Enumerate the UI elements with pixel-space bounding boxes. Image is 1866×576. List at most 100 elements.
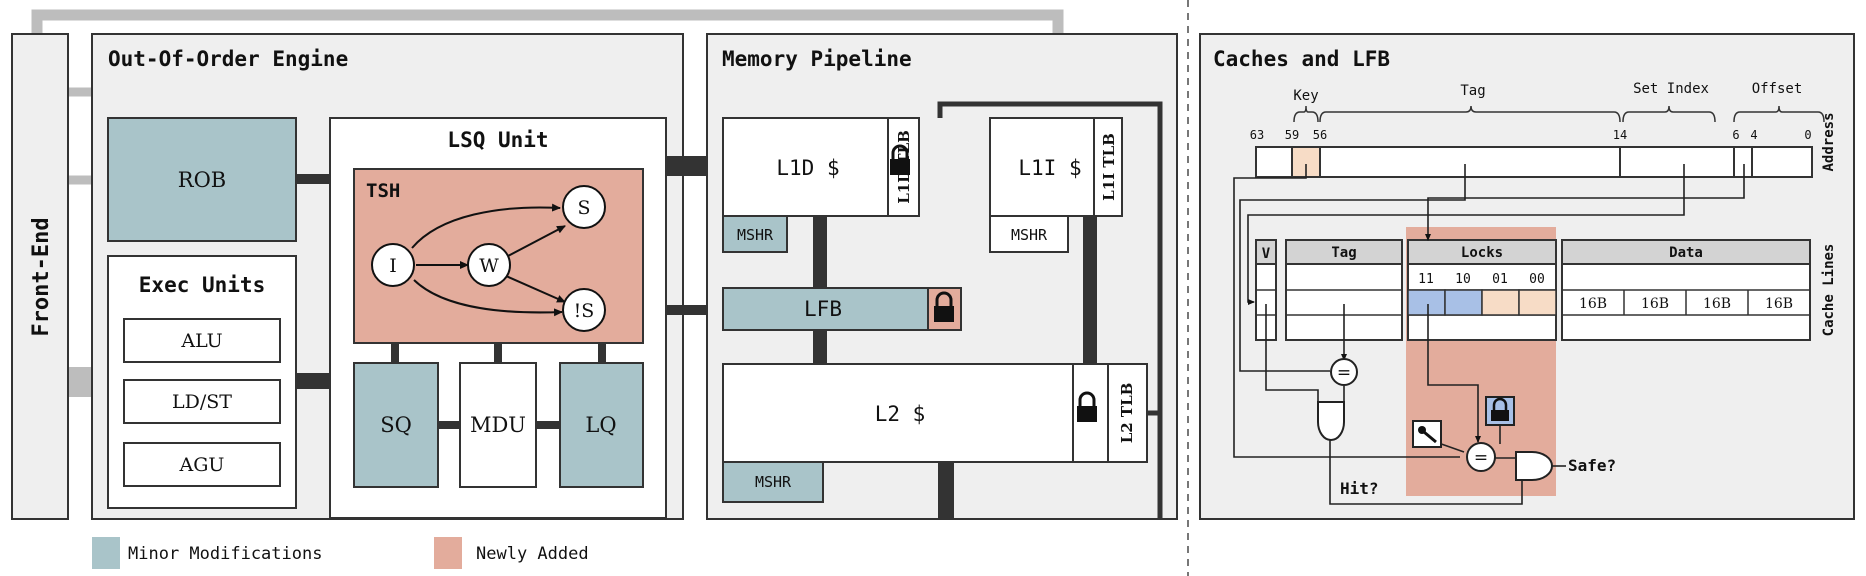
state-not-s-label: !S bbox=[574, 300, 595, 322]
l1d-mshr-box bbox=[722, 215, 788, 253]
tsh-title: TSH bbox=[366, 180, 400, 202]
tag-header: Tag bbox=[1331, 245, 1356, 261]
bit-63: 63 bbox=[1250, 128, 1264, 142]
legend: Minor Modifications Newly Added bbox=[92, 537, 589, 569]
ooo-engine-title: Out-Of-Order Engine bbox=[108, 47, 348, 71]
data-cell-4: 16B bbox=[1765, 296, 1793, 312]
cache-lines-side-label: Cache Lines bbox=[1821, 244, 1837, 337]
exec-lsq-link bbox=[296, 373, 330, 389]
rob-lsq-link bbox=[296, 174, 330, 184]
lfb-box bbox=[722, 287, 929, 331]
caches-lfb-panel: Caches and LFB Key Tag Set Index Offset … bbox=[1199, 33, 1855, 520]
front-end-box bbox=[11, 33, 69, 520]
l1i-mshr-box bbox=[989, 215, 1069, 253]
agu-label: AGU bbox=[179, 454, 225, 476]
lsq-unit-title: LSQ Unit bbox=[447, 128, 548, 152]
alu-box bbox=[123, 318, 281, 363]
l1i-cache-label: L1I $ bbox=[1018, 156, 1081, 180]
valid-header: V bbox=[1262, 246, 1271, 262]
state-s-node bbox=[562, 185, 606, 229]
safe-label: Safe? bbox=[1568, 456, 1616, 475]
tag-comparator bbox=[1330, 358, 1358, 386]
tag-comparator-label: = bbox=[1337, 363, 1351, 383]
lock-bit-10: 10 bbox=[1455, 272, 1471, 287]
tsh-lq-link bbox=[598, 343, 606, 363]
lfb-label: LFB bbox=[804, 297, 842, 321]
l1d-cache-label: L1D $ bbox=[776, 156, 839, 180]
lock-icon-blue bbox=[1485, 396, 1515, 426]
l2-cache-box bbox=[722, 363, 1074, 463]
field-set-index-label: Set Index bbox=[1633, 81, 1709, 97]
exec-units-title: Exec Units bbox=[139, 273, 265, 297]
sq-label: SQ bbox=[380, 413, 412, 437]
memory-wires bbox=[937, 101, 1163, 519]
memory-pipeline-title: Memory Pipeline bbox=[722, 47, 912, 71]
l1i-tlb-box bbox=[1093, 117, 1123, 217]
lfb-lock-icon bbox=[934, 291, 954, 322]
legend-minor-label: Minor Modifications bbox=[128, 544, 322, 564]
rob-box bbox=[107, 117, 297, 242]
data-header: Data bbox=[1669, 245, 1703, 261]
tsh-state-edges bbox=[411, 203, 566, 317]
key-icon bbox=[1412, 420, 1442, 448]
bit-positions: 63 59 56 14 6 4 0 bbox=[1250, 128, 1812, 142]
l1i-l2-bus bbox=[1083, 216, 1097, 364]
lock-bit-11: 11 bbox=[1418, 272, 1434, 287]
field-braces bbox=[1293, 105, 1825, 123]
logic-wires bbox=[1233, 164, 1745, 505]
l2-mshr-label: MSHR bbox=[755, 473, 792, 491]
l1d-cache-box bbox=[722, 117, 889, 217]
data-cell-3: 16B bbox=[1703, 296, 1731, 312]
memory-pipeline-panel: Memory Pipeline L1D $ L1D TLB MSHR L1I $… bbox=[706, 33, 1178, 520]
ooo-engine-panel: Out-Of-Order Engine ROB Exec Units ALU L… bbox=[91, 33, 684, 520]
lq-box bbox=[559, 362, 644, 488]
field-tag-label: Tag bbox=[1460, 83, 1485, 99]
state-i-label: I bbox=[389, 255, 397, 277]
ldst-label: LD/ST bbox=[172, 391, 232, 413]
bit-59: 59 bbox=[1285, 128, 1299, 142]
legend-new-swatch bbox=[434, 537, 462, 569]
safe-and-gate bbox=[1515, 451, 1553, 481]
mdu-label: MDU bbox=[470, 413, 526, 437]
field-offset-label: Offset bbox=[1752, 81, 1803, 97]
data-cell-1: 16B bbox=[1579, 296, 1607, 312]
l1i-tlb-label: L1I TLB bbox=[1100, 133, 1118, 201]
legend-new-label: Newly Added bbox=[476, 544, 589, 564]
sq-mdu-link bbox=[438, 421, 460, 429]
caches-lfb-title: Caches and LFB bbox=[1213, 47, 1390, 71]
tsh-sq-link bbox=[391, 343, 399, 363]
mdu-box bbox=[459, 362, 537, 488]
bit-4: 4 bbox=[1750, 128, 1757, 142]
l2-cache-label: L2 $ bbox=[875, 402, 926, 426]
lock-comparator bbox=[1466, 442, 1496, 472]
address-bar bbox=[1255, 146, 1813, 178]
l2-tlb-label: L2 TLB bbox=[1118, 383, 1136, 444]
ldst-box bbox=[123, 379, 281, 424]
state-w-label: W bbox=[479, 255, 499, 277]
agu-box bbox=[123, 442, 281, 487]
cache-line-table: V Tag Locks 11 10 01 00 bbox=[1255, 239, 1811, 341]
l1i-mshr-label: MSHR bbox=[1011, 226, 1048, 244]
l1d-lfb-bus bbox=[813, 216, 827, 288]
l2-lock-icon bbox=[1077, 391, 1097, 422]
state-i-node bbox=[371, 243, 415, 287]
rob-label: ROB bbox=[178, 168, 226, 192]
bit-0: 0 bbox=[1804, 128, 1811, 142]
bit-6: 6 bbox=[1732, 128, 1739, 142]
sq-box bbox=[353, 362, 439, 488]
state-not-s-node bbox=[562, 288, 606, 332]
lock-comparator-label: = bbox=[1474, 448, 1488, 468]
lq-label: LQ bbox=[585, 413, 616, 437]
hit-and-gate bbox=[1317, 401, 1345, 441]
alu-label: ALU bbox=[180, 330, 222, 352]
lock-bit-01: 01 bbox=[1492, 272, 1508, 287]
hit-label: Hit? bbox=[1340, 479, 1379, 498]
legend-minor-swatch bbox=[92, 537, 120, 569]
state-w-node bbox=[467, 243, 511, 287]
lfb-l2-bus bbox=[813, 330, 827, 364]
lsq-lfb-link bbox=[666, 305, 722, 315]
front-end-label: Front-End bbox=[29, 217, 54, 336]
l2-mshr-box bbox=[722, 461, 824, 503]
tsh-mdu-link bbox=[494, 343, 502, 363]
